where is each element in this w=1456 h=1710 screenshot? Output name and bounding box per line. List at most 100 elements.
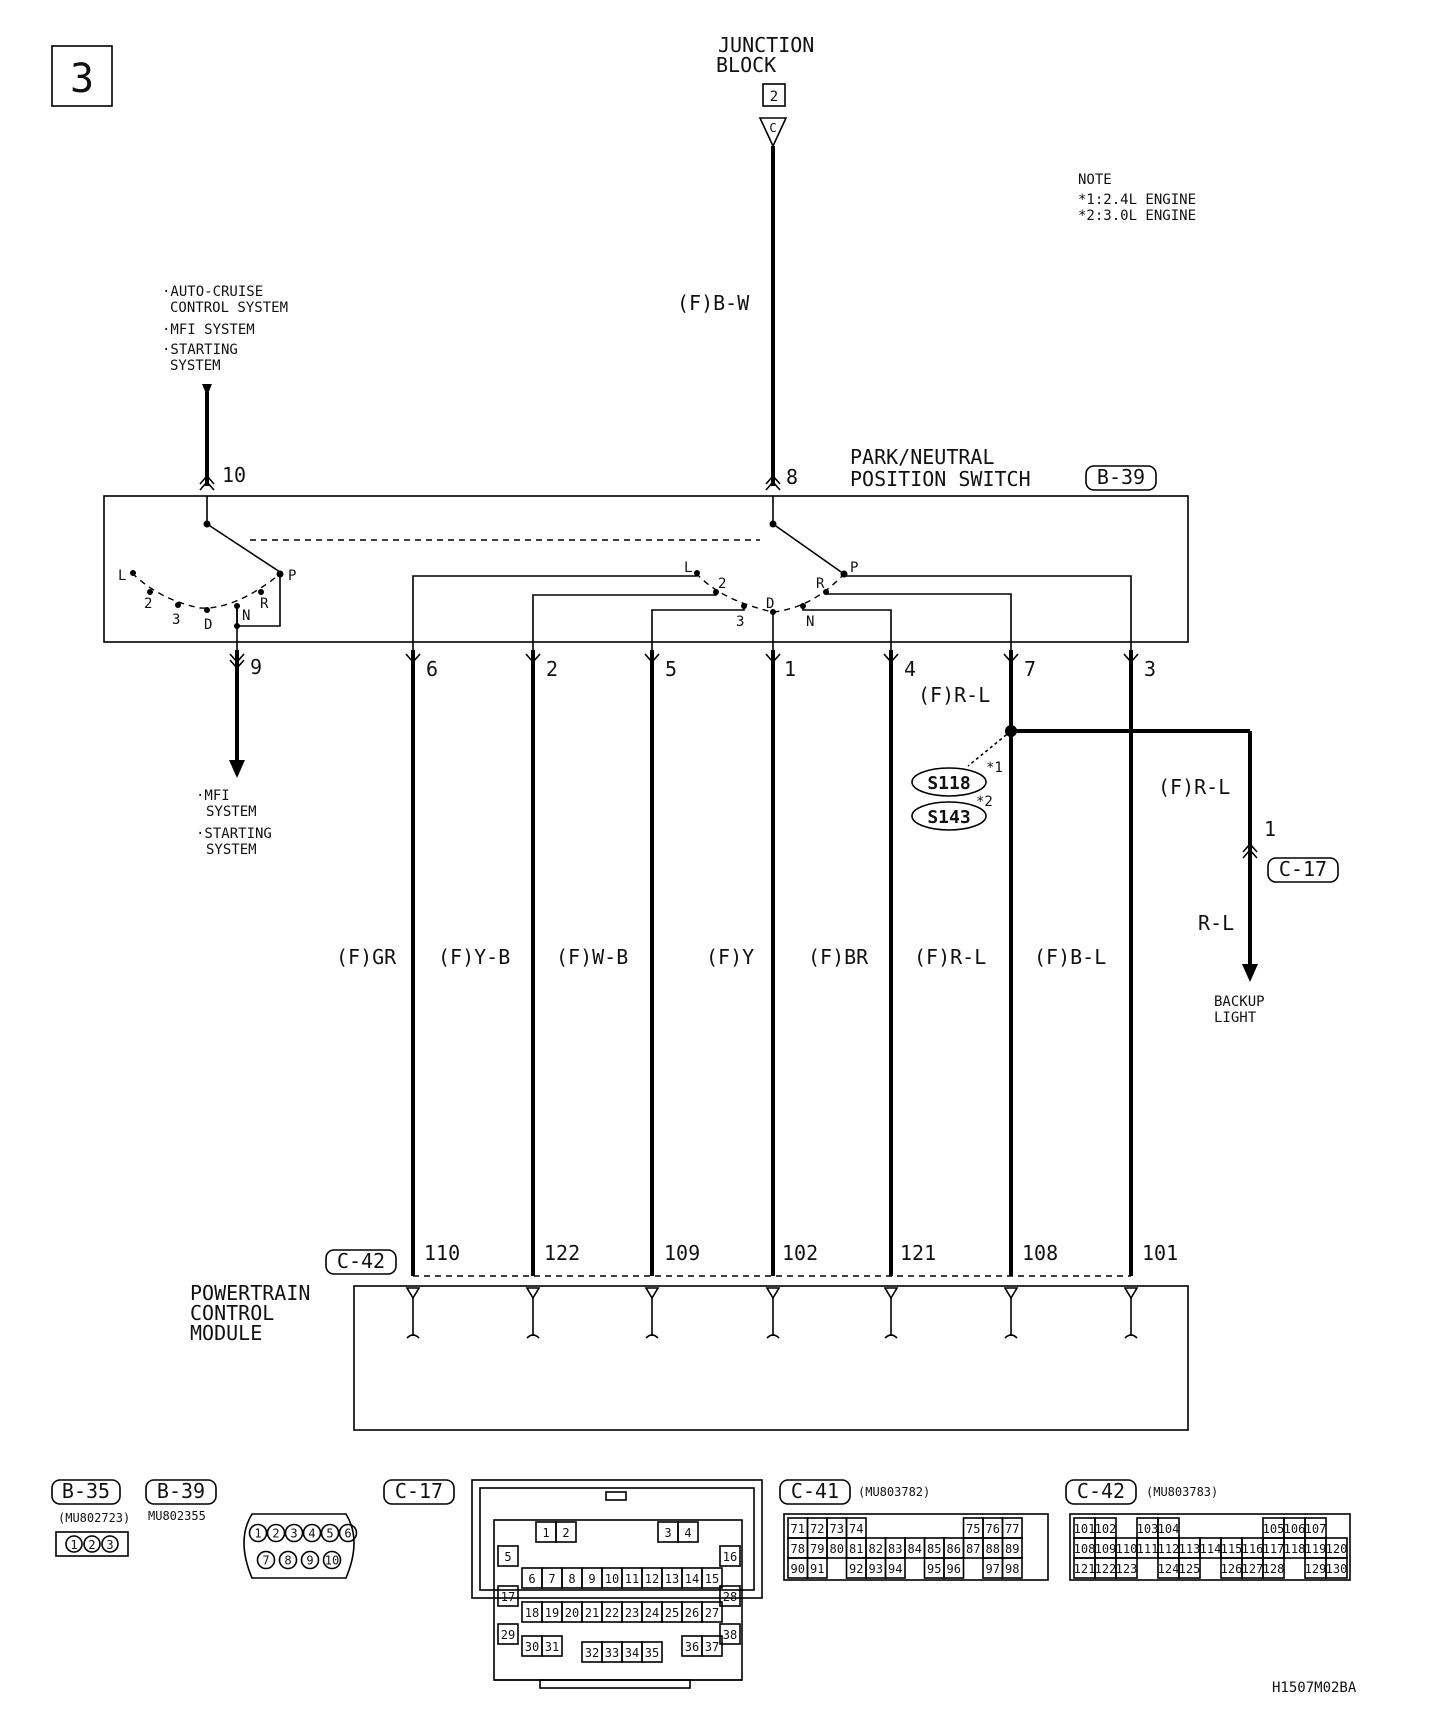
- c17-pin-label: 3: [664, 1526, 671, 1540]
- c41-pin-label: 90: [791, 1562, 805, 1576]
- pcm-line-1: POWERTRAIN: [190, 1281, 310, 1305]
- splice-wire-label: (F)R-L: [918, 683, 990, 707]
- wire-label-bw: (F)B-W: [677, 291, 750, 315]
- c17-pin-label: 6: [528, 1572, 535, 1586]
- wire-4-pcm-pin: 121: [900, 1241, 936, 1265]
- b39-pin-label: 1: [254, 1527, 261, 1541]
- b39-pin: [302, 1523, 322, 1543]
- c41-pin-label: 94: [888, 1562, 902, 1576]
- left-pos-L: L: [118, 568, 126, 584]
- c17-pin-label: 12: [645, 1572, 659, 1586]
- c41-pin-label: 71: [791, 1522, 805, 1536]
- bottom-left-systems: 9 ·MFI SYSTEM ·STARTING SYSTEM: [196, 650, 272, 858]
- c41-pin: [943, 1557, 965, 1579]
- pcm-terminal: [644, 1287, 660, 1300]
- wire-5-pcm-pin: 108: [1022, 1241, 1058, 1265]
- wire-6-switch-pin: 3: [1144, 657, 1156, 681]
- c17-pin: [719, 1623, 741, 1645]
- c17-pin-label: 19: [545, 1606, 559, 1620]
- b39-pin: [248, 1523, 268, 1543]
- c42-pin-label: 118: [1284, 1542, 1306, 1556]
- note-line-2: *2:3.0L ENGINE: [1078, 208, 1196, 224]
- wire-5-switch-pin: 7: [1024, 657, 1036, 681]
- b35-pin-3: 3: [106, 1538, 113, 1552]
- connector-b35: B-35 (MU802723) 1 2 3: [51, 1479, 130, 1557]
- b35-part: (MU802723): [58, 1511, 130, 1525]
- pcm-terminals: [405, 1287, 1139, 1339]
- junction-block-connector: 2: [770, 89, 778, 105]
- c17-pin: [719, 1545, 741, 1567]
- c17-pin-label: 36: [685, 1640, 699, 1654]
- left-selector: L 2 3 D N R P: [118, 496, 296, 650]
- c41-pin-label: 96: [947, 1562, 961, 1576]
- wire-1-pcm-pin: 122: [544, 1241, 580, 1265]
- wire-3-pcm-pin: 102: [782, 1241, 818, 1265]
- bottom-left-line-1: ·MFI: [196, 788, 230, 804]
- b39-pin: [320, 1523, 340, 1543]
- c41-pin-label: 86: [947, 1542, 961, 1556]
- splice-note-2: *2: [976, 794, 993, 810]
- top-left-line-4: ·STARTING: [162, 342, 238, 358]
- c17-pin: [677, 1521, 699, 1543]
- c17-pin-label: 34: [625, 1646, 639, 1660]
- c42-pin: [1178, 1557, 1201, 1579]
- junction-block: JUNCTION BLOCK 2 C (F)B-W 8: [677, 33, 814, 489]
- c42-pin-label: 130: [1326, 1562, 1348, 1576]
- switch-pin-9: 9: [250, 655, 262, 679]
- junction-block-title-1: JUNCTION: [718, 33, 814, 57]
- note: NOTE *1:2.4L ENGINE *2:3.0L ENGINE: [1078, 172, 1196, 224]
- c17-pin: [497, 1585, 519, 1607]
- pcm-terminal: [405, 1287, 421, 1300]
- c41-pin-label: 82: [869, 1542, 883, 1556]
- pcm-terminal: [1003, 1287, 1019, 1300]
- b39-pin-label: 4: [308, 1527, 315, 1541]
- c41-pin-label: 74: [849, 1522, 863, 1536]
- c41-pin-label: 73: [830, 1522, 844, 1536]
- c41-label: C-41: [791, 1479, 839, 1503]
- b39-pin-label: 7: [262, 1554, 269, 1568]
- c17-pin-label: 35: [645, 1646, 659, 1660]
- wire-2-switch-pin: 5: [665, 657, 677, 681]
- c41-pin-label: 79: [810, 1542, 824, 1556]
- c17-pin-label: 13: [665, 1572, 679, 1586]
- wire-0-pcm-pin: 110: [424, 1241, 460, 1265]
- figure-code: H1507M02BA: [1272, 1680, 1357, 1696]
- pcm-line-2: CONTROL: [190, 1301, 274, 1325]
- right-pos-P: P: [850, 560, 858, 576]
- c17-pin-label: 20: [565, 1606, 579, 1620]
- c17-pin-label: 22: [605, 1606, 619, 1620]
- right-pos-R: R: [816, 576, 825, 592]
- backup-line-2: LIGHT: [1214, 1010, 1257, 1026]
- b35-label: B-35: [62, 1479, 110, 1503]
- b39-pin-label: 5: [326, 1527, 333, 1541]
- connector-c42: C-42 (MU803783): [1065, 1479, 1351, 1581]
- c41-pin-label: 72: [810, 1522, 824, 1536]
- backup-wire-upper: (F)R-L: [1158, 775, 1230, 799]
- c41-pin-label: 92: [849, 1562, 863, 1576]
- wire-3-switch-pin: 1: [784, 657, 796, 681]
- wire-4-color: (F)BR: [808, 945, 869, 969]
- c17-pin: [497, 1545, 519, 1567]
- switch-pin-8: 8: [786, 465, 798, 489]
- c42-pin-label: 103: [1137, 1522, 1159, 1536]
- c17-pin-label: 1: [542, 1526, 549, 1540]
- c17-pin-label: 16: [723, 1550, 737, 1564]
- b39-pin-label: 2: [272, 1527, 279, 1541]
- pcm-terminal: [1123, 1287, 1139, 1300]
- c42-pin-label: 104: [1158, 1522, 1180, 1536]
- c17-pin: [555, 1521, 577, 1543]
- c42-pin-label: 115: [1221, 1542, 1243, 1556]
- c17-pin-label: 25: [665, 1606, 679, 1620]
- c42-pin: [1262, 1557, 1285, 1579]
- c42-pin-label: 106: [1284, 1522, 1306, 1536]
- b39-pin-label: 9: [306, 1554, 313, 1568]
- c17-pin: [719, 1585, 741, 1607]
- c42-pin-label: 119: [1305, 1542, 1327, 1556]
- junction-block-terminal: C: [769, 121, 776, 135]
- b39-pin: [322, 1550, 342, 1570]
- wire-6-pcm-pin: 101: [1142, 1241, 1178, 1265]
- c17-pin-label: 24: [645, 1606, 659, 1620]
- pcm-terminal: [525, 1287, 541, 1300]
- wire-6-color: (F)B-L: [1034, 945, 1106, 969]
